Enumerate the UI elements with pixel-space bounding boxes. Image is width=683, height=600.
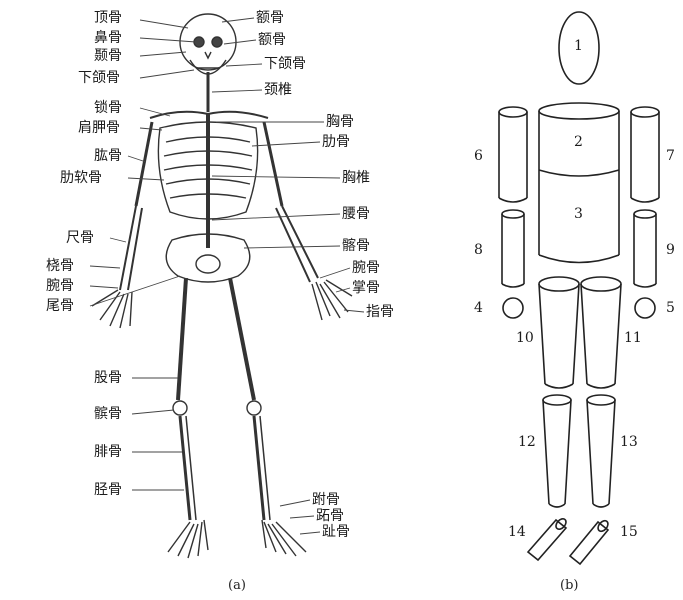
segment-number-2: 2 [574, 134, 583, 150]
segment-number-1: 1 [574, 38, 583, 54]
label-toe-bones: 趾骨 [322, 524, 350, 540]
label-carpal-right: 腕骨 [352, 260, 380, 276]
label-phalanges: 指骨 [366, 304, 394, 320]
label-rib: 肋骨 [322, 134, 350, 150]
label-humerus: 肱骨 [94, 148, 122, 164]
label-parietal: 顶骨 [94, 10, 122, 26]
label-tarsal: 跗骨 [312, 492, 340, 508]
label-mandible-left: 下颌骨 [78, 70, 120, 86]
segment-number-13: 13 [620, 434, 638, 450]
label-radius: 桡骨 [46, 258, 74, 274]
label-mandible-right: 下颌骨 [264, 56, 306, 72]
caption-b: (b) [560, 578, 578, 593]
segment-number-11: 11 [624, 330, 642, 346]
segment-number-15: 15 [620, 524, 638, 540]
label-coccyx: 尾骨 [46, 298, 74, 314]
skull-shape [180, 14, 236, 70]
label-frontal-1: 额骨 [256, 10, 284, 26]
segment-number-8: 8 [474, 242, 483, 258]
caption-a: (a) [228, 578, 246, 593]
segment-number-14: 14 [508, 524, 526, 540]
label-tibia: 胫骨 [94, 482, 122, 498]
label-lumbar: 腰骨 [342, 206, 370, 222]
label-thoracic: 胸椎 [342, 170, 370, 186]
body-segment-model [499, 12, 659, 564]
segment-number-6: 6 [474, 148, 483, 164]
label-costal-cartilage: 肋软骨 [60, 170, 102, 186]
label-nasal: 鼻骨 [94, 30, 122, 46]
segment-number-3: 3 [574, 206, 583, 222]
label-femur: 股骨 [94, 370, 122, 386]
segment-number-5: 5 [666, 300, 675, 316]
segment-number-4: 4 [474, 300, 483, 316]
label-ilium: 髂骨 [342, 238, 370, 254]
label-sternum: 胸骨 [326, 114, 354, 130]
segment-number-9: 9 [666, 242, 675, 258]
label-cervical: 颈椎 [264, 82, 292, 98]
label-carpal-left: 腕骨 [46, 278, 74, 294]
label-fibula: 腓骨 [94, 444, 122, 460]
label-ulna: 尺骨 [66, 230, 94, 246]
label-frontal-2: 额骨 [258, 32, 286, 48]
label-temporal: 颞骨 [94, 48, 122, 64]
segment-number-7: 7 [666, 148, 675, 164]
segment-number-10: 10 [516, 330, 534, 346]
label-scapula: 肩胛骨 [78, 120, 120, 136]
label-metacarpal: 掌骨 [352, 280, 380, 296]
label-metatarsal: 跖骨 [316, 508, 344, 524]
segment-number-12: 12 [518, 434, 536, 450]
label-clavicle: 锁骨 [94, 100, 122, 116]
label-patella: 髌骨 [94, 406, 122, 422]
